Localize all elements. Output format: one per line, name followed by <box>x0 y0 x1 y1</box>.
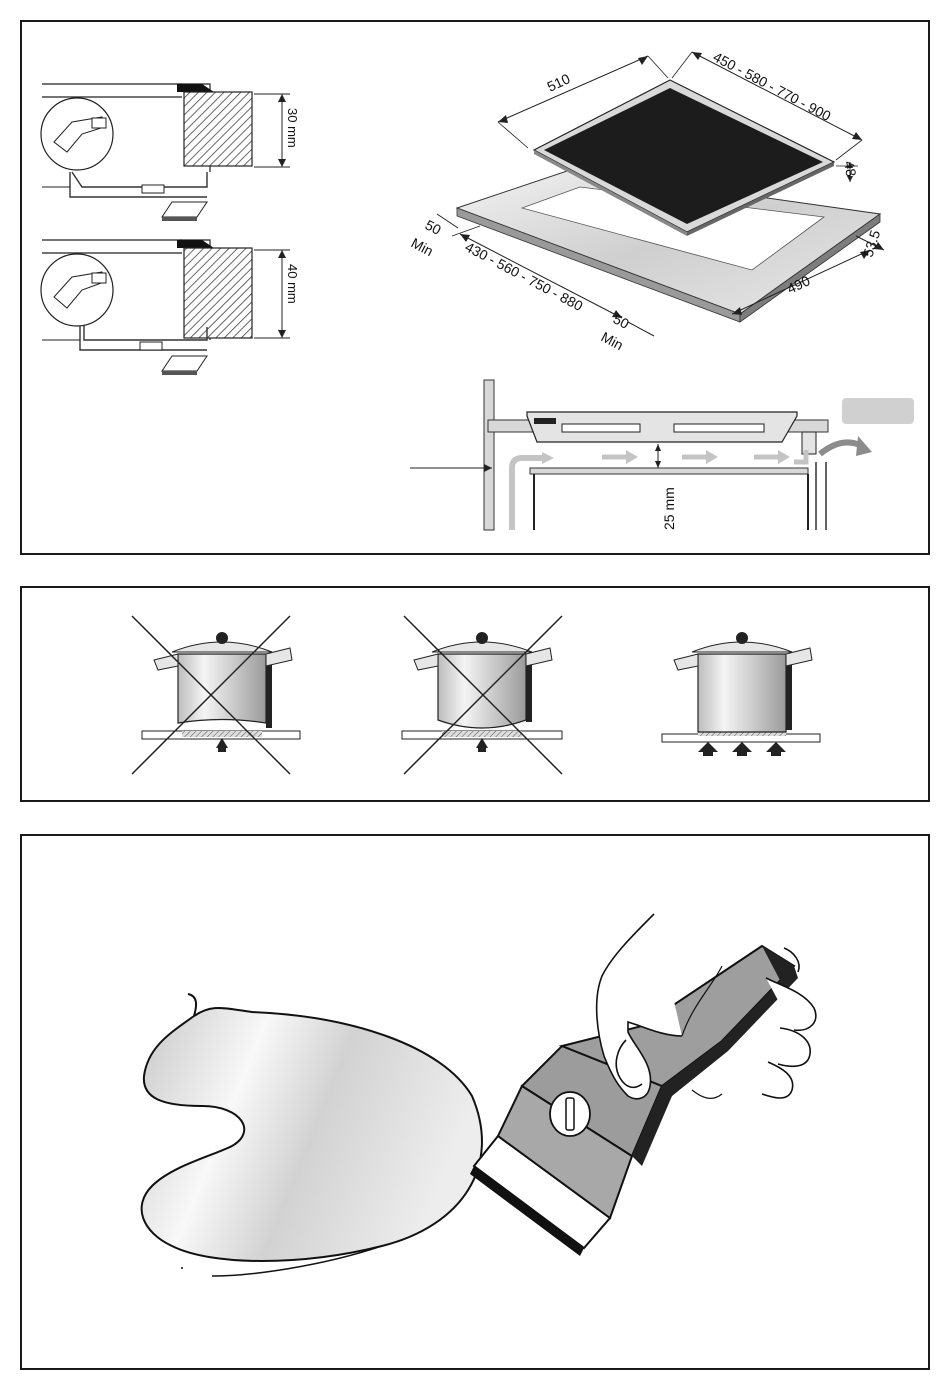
installation-panel: 30 mm 40 mm <box>20 20 930 555</box>
dim-min-bottom-unit: Min <box>599 329 626 354</box>
pot-incorrect-convex <box>402 616 562 774</box>
heat-arrow-icon <box>732 742 752 756</box>
pot-guidance-diagram <box>22 588 932 804</box>
airflow-arrow-icon <box>602 450 638 464</box>
pot-guidance-panel <box>20 586 930 802</box>
exhaust-arrow-icon <box>820 436 872 456</box>
pot-correct-flat <box>662 632 820 756</box>
heat-arrow-icon <box>698 742 718 756</box>
worktop-section <box>184 248 252 338</box>
ventilation-gap-label: 25 mm <box>661 487 677 530</box>
dim-height-label: 48 <box>841 160 859 178</box>
spill-icon <box>142 1008 482 1261</box>
clamp-top-label: 30 mm <box>285 108 300 148</box>
clamp-icon <box>162 356 207 375</box>
clamp-detail-30mm: 30 mm <box>41 84 300 221</box>
clamp-bottom-label: 40 mm <box>285 264 300 304</box>
pot-icon <box>698 654 786 732</box>
unlabeled-tag <box>842 398 914 424</box>
cleaning-diagram <box>22 836 932 1372</box>
pot-icon <box>178 654 266 723</box>
ventilation-section: 25 mm <box>410 380 914 530</box>
worktop-section <box>184 92 252 166</box>
dim-min-left-value: 50 <box>423 217 444 239</box>
cleaning-panel <box>20 834 930 1370</box>
hob-isometric: 510 450 - 580 - 770 - 900 48 50 Min 430 … <box>409 49 884 354</box>
pot-incorrect-concave <box>132 616 300 774</box>
clamp-detail-40mm: 40 mm <box>41 240 300 375</box>
airflow-arrow-icon <box>754 450 790 464</box>
clamp-icon <box>162 202 207 221</box>
heat-arrow-icon <box>766 742 786 756</box>
installation-diagram: 30 mm 40 mm <box>22 22 932 557</box>
airflow-arrow-icon <box>682 450 718 464</box>
dim-min-left-unit: Min <box>409 235 436 260</box>
